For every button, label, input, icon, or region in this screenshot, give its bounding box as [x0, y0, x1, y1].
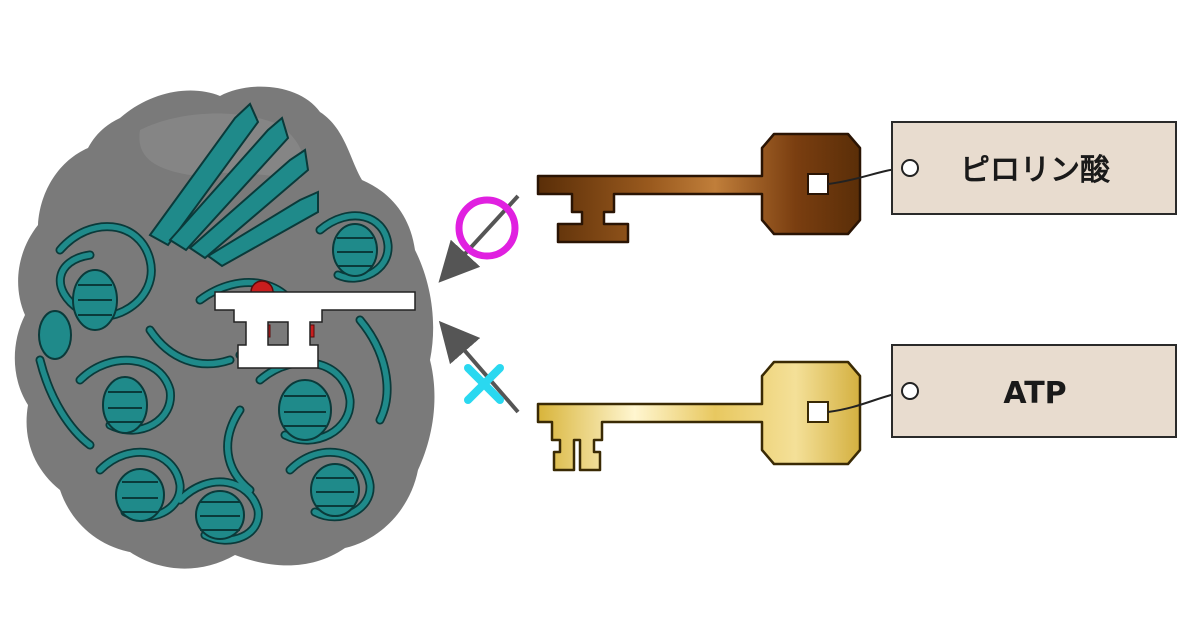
tag-atp-body: [891, 344, 1177, 438]
tag-pyrroline-eyelet: [901, 159, 919, 177]
key-atp-hole: [807, 401, 829, 423]
match-circle-icon: [455, 196, 519, 260]
tag-pyrroline: ピロリン酸: [891, 121, 1177, 215]
protein-structure: [14, 86, 435, 569]
helix-turns: [78, 237, 373, 531]
tag-atp-eyelet: [901, 382, 919, 400]
keyhole: [214, 291, 416, 369]
beta-sheet: [148, 102, 319, 268]
tag-pyrroline-label: ピロリン酸: [960, 153, 1111, 188]
key-atp-shape: [536, 360, 862, 472]
mismatch-cross-icon: [464, 364, 504, 404]
arrow-atp: [438, 320, 520, 414]
key-atp: [536, 360, 905, 472]
key-pyrroline-shape: [536, 132, 862, 244]
key-pyrroline-hole: [807, 173, 829, 195]
tag-atp: ATP: [891, 344, 1177, 438]
tag-atp-label: ATP: [1003, 376, 1066, 411]
key-pyrroline: [536, 132, 905, 244]
tag-pyrroline-body: [891, 121, 1177, 215]
